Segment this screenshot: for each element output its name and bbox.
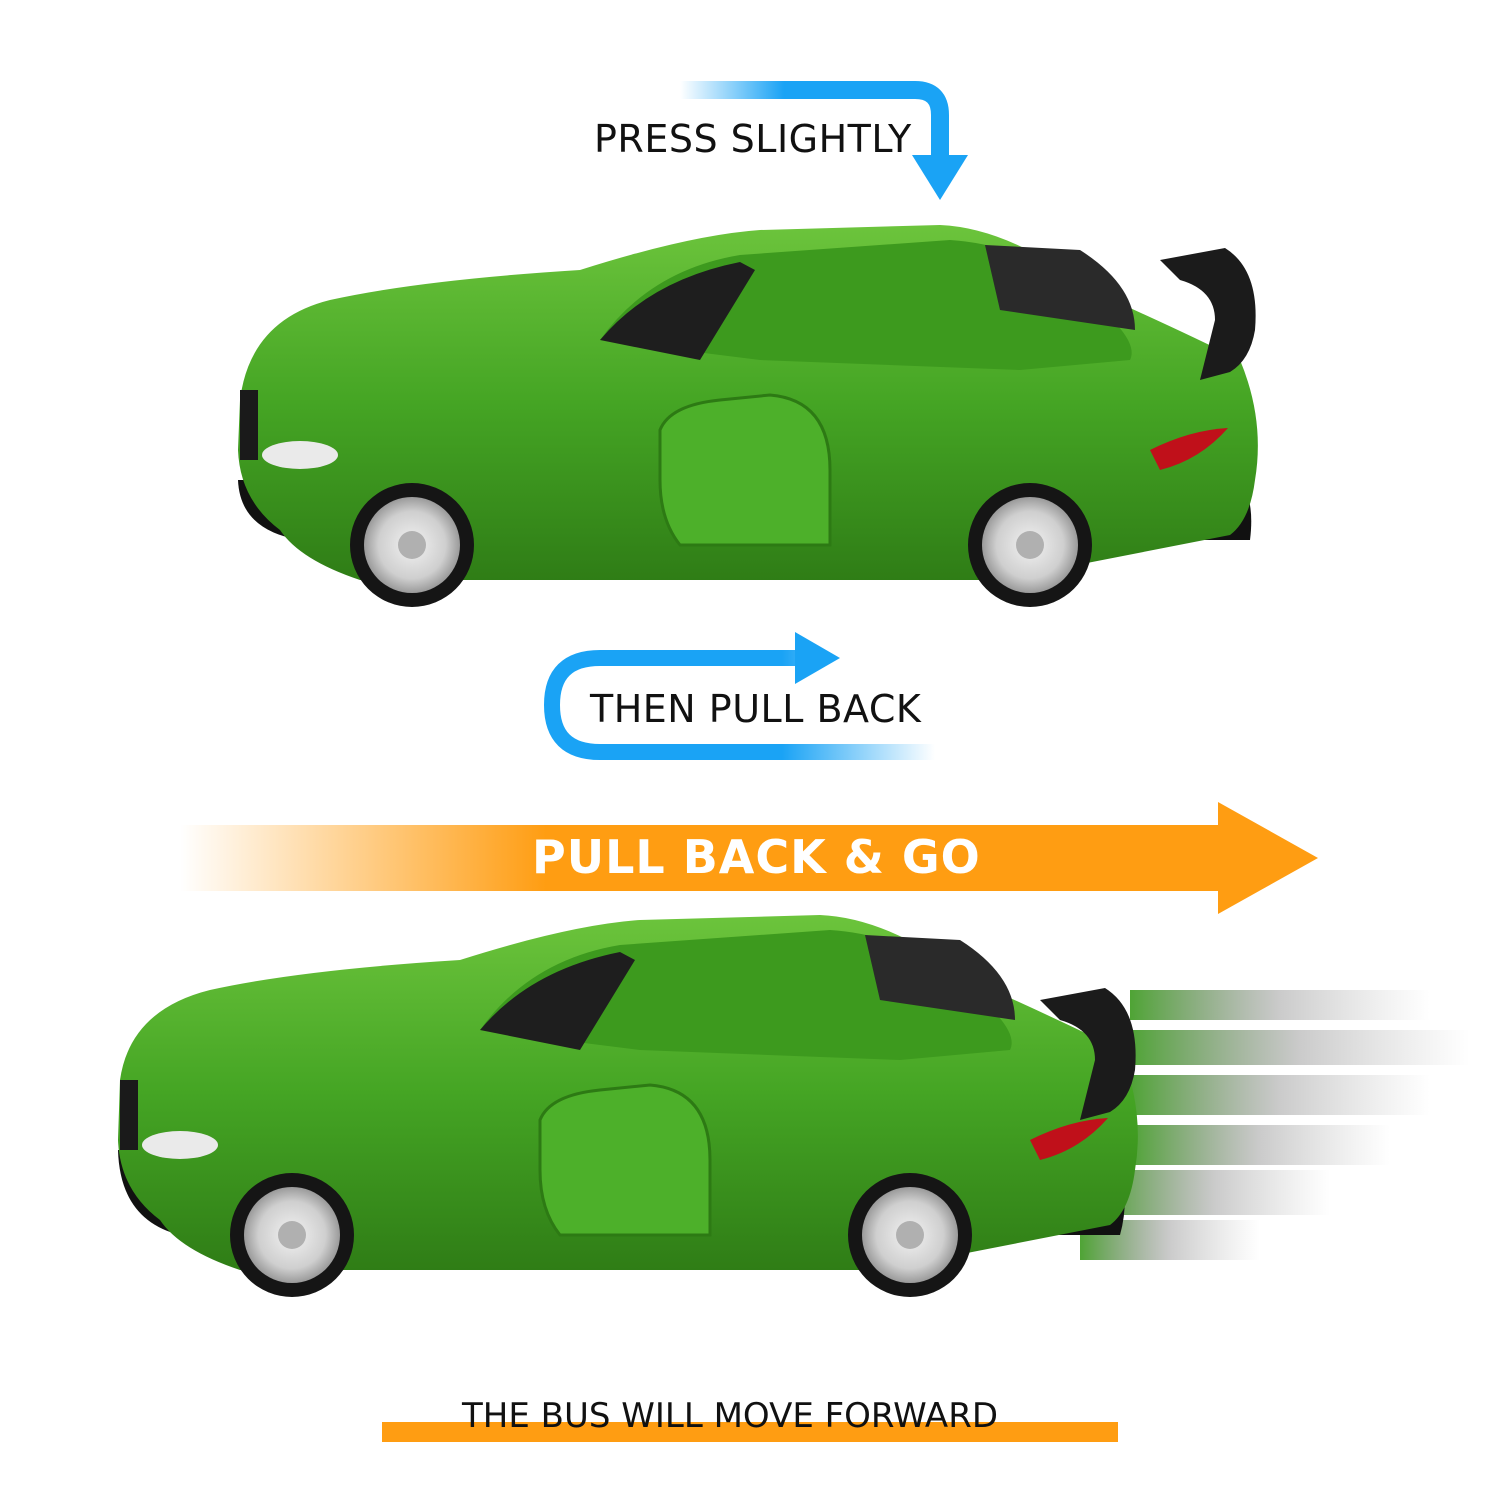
then-pull-back-label: THEN PULL BACK [590,687,922,731]
press-slightly-label: PRESS SLIGHTLY [594,117,912,161]
footer-caption: THE BUS WILL MOVE FORWARD [462,1396,998,1436]
car-bottom [118,915,1470,1297]
pull-back-and-go-label: PULL BACK & GO [532,830,981,884]
car-top [238,225,1258,607]
